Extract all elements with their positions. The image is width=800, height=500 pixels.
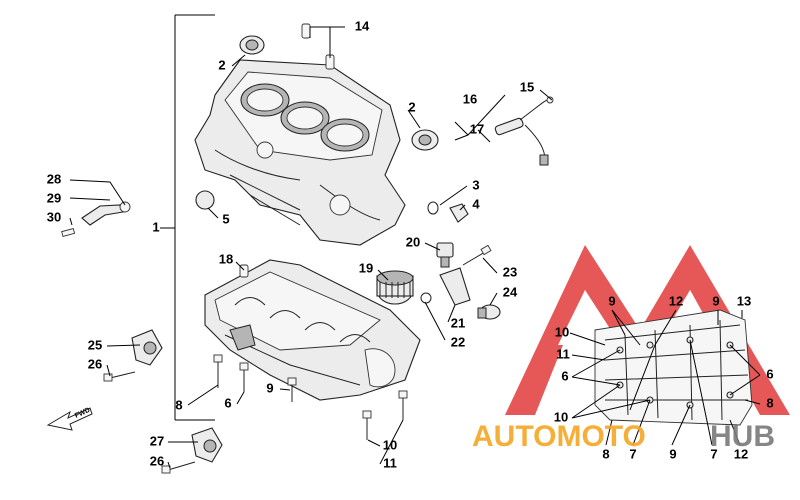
fwd-arrow: FWD — [46, 407, 93, 431]
callout-11-lower: 11 — [383, 455, 397, 470]
lower-crankcase — [204, 259, 421, 401]
callout-r-7-right: 7 — [710, 446, 717, 461]
temp-sensor — [477, 304, 501, 320]
callout-22: 22 — [451, 334, 465, 349]
callout-8-lower: 8 — [175, 397, 182, 412]
callout-20: 20 — [406, 234, 420, 249]
watermark-brand-gray: HUB — [710, 420, 775, 453]
callout-r-6-right: 6 — [766, 366, 773, 381]
sensor-with-cable — [494, 96, 554, 166]
callout-r-12-top: 12 — [669, 293, 683, 308]
watermark-brand-orange: AUTOMOTO — [472, 420, 646, 453]
callout-r-12-bottom: 12 — [734, 446, 748, 461]
callout-r-8-bottom: 8 — [602, 446, 609, 461]
oil-filter — [376, 270, 414, 305]
oil-connector — [439, 267, 471, 306]
callout-30: 30 — [47, 209, 61, 224]
bushing-left — [239, 35, 265, 55]
callout-r-10-top: 10 — [555, 324, 569, 339]
callout-r-11: 11 — [556, 346, 570, 361]
callout-16: 16 — [463, 91, 477, 106]
callout-r-9-right: 9 — [712, 293, 719, 308]
leader-lines — [69, 26, 761, 469]
callout-r-13: 13 — [737, 293, 751, 308]
dowel-pin-a — [301, 23, 311, 39]
plug — [195, 190, 215, 210]
upper-crankcase — [194, 59, 406, 246]
callout-5: 5 — [222, 211, 229, 226]
bolt-set — [103, 354, 408, 474]
callout-r-9-bottom: 9 — [669, 446, 676, 461]
callout-17: 17 — [470, 121, 484, 136]
callout-r-8-right: 8 — [766, 395, 773, 410]
callout-18: 18 — [219, 251, 233, 266]
callout-14: 14 — [355, 18, 370, 33]
callout-19: 19 — [359, 260, 373, 275]
oil-pipe-bracket — [61, 201, 131, 238]
connector-o-ring — [420, 292, 432, 304]
sensor-plug — [449, 203, 469, 223]
bushing-right — [411, 129, 439, 151]
callout-29: 29 — [47, 190, 61, 205]
callout-r-10-bottom: 10 — [554, 409, 568, 424]
callout-23: 23 — [503, 264, 517, 279]
callout-10-lower: 10 — [383, 437, 397, 452]
callout-26-lower: 26 — [150, 453, 164, 468]
callout-15: 15 — [520, 79, 534, 94]
bolt-23 — [462, 244, 492, 266]
callout-1: 1 — [152, 219, 159, 234]
callout-25: 25 — [88, 337, 102, 352]
engine-mount-lower — [191, 427, 223, 463]
callout-r-6-left: 6 — [561, 368, 568, 383]
callout-r-9-left: 9 — [608, 293, 615, 308]
callout-r-7-left: 7 — [629, 446, 636, 461]
callout-2-right: 2 — [408, 99, 415, 114]
callout-4: 4 — [472, 196, 480, 211]
callout-21: 21 — [451, 315, 465, 330]
o-ring — [427, 201, 439, 215]
callout-labels: 1 2 2 3 4 5 6 8 9 10 11 14 15 16 17 18 1… — [47, 18, 774, 470]
callout-9-lower: 9 — [266, 380, 273, 395]
group-bracket — [160, 14, 215, 421]
callout-24: 24 — [503, 284, 518, 299]
engine-mount-upper — [131, 329, 163, 366]
callout-6-lower: 6 — [224, 395, 231, 410]
callout-3: 3 — [472, 177, 479, 192]
callout-27: 27 — [150, 433, 164, 448]
watermark-text: AUTOMOTO HUB — [472, 420, 775, 453]
callout-26-upper: 26 — [88, 356, 102, 371]
callout-28: 28 — [47, 171, 61, 186]
crankcase-bottom-view — [594, 309, 753, 426]
pressure-switch — [436, 242, 454, 268]
callout-2-left: 2 — [218, 57, 225, 72]
